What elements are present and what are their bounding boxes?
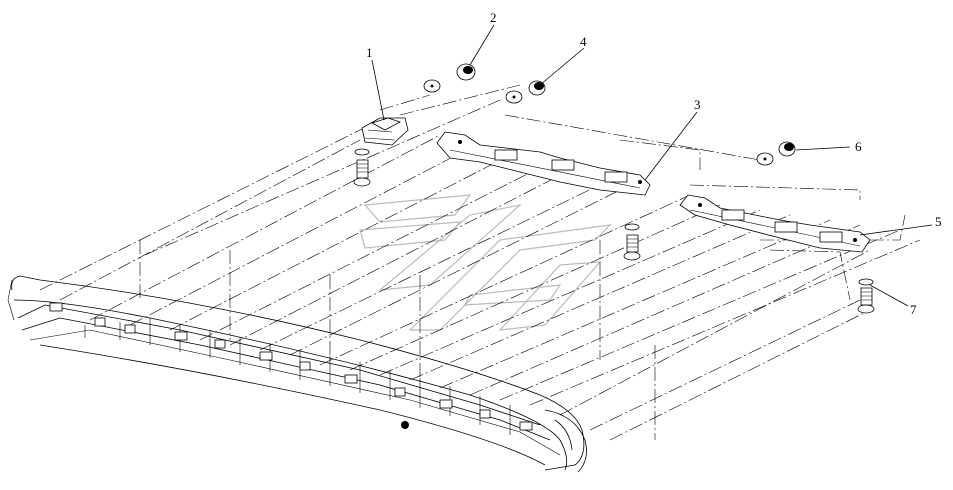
callout-5: 5: [935, 214, 942, 229]
callout-3: 3: [694, 97, 701, 112]
washer-under-part-3: [624, 223, 640, 231]
callout-4: 4: [580, 34, 587, 49]
rail-clips: [49, 302, 533, 431]
callout-1: 1: [366, 45, 373, 60]
bolt-part-7: [857, 287, 875, 314]
roof-rail-assembly: [7, 275, 587, 473]
leader-lines: [371, 24, 933, 307]
washer-part-7: [858, 278, 874, 286]
bracket-strip-part-5: [679, 194, 871, 253]
bracket-part-1: [361, 117, 409, 146]
bolt-under-part-1: [353, 159, 371, 187]
callout-2: 2: [490, 10, 497, 25]
callout-6: 6: [855, 139, 862, 154]
callout-7: 7: [910, 302, 917, 317]
bolt-under-part-3: [623, 234, 641, 261]
nut-part-4: [505, 80, 546, 104]
bracket-strip-part-3: [436, 131, 651, 196]
washer-under-part-1: [354, 148, 370, 156]
nut-part-6: [756, 141, 796, 166]
alignment-lines: [39, 84, 921, 441]
nut-part-2: [423, 63, 476, 93]
